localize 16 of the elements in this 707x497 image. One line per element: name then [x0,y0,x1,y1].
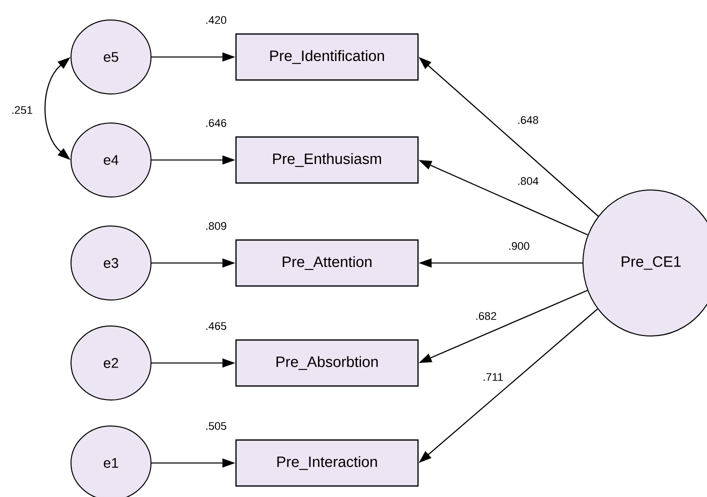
variable-box: Pre_Interaction [235,439,419,487]
edge-label: .251 [12,106,32,114]
variable-box: Pre_Absorbtion [235,339,419,387]
variable-box: Pre_Identification [235,33,419,81]
edge-label: .804 [518,177,538,185]
loading-value: .809 [206,222,226,230]
edge-label: .711 [484,373,503,381]
loading-value: .505 [206,422,226,430]
loading-value: .420 [206,16,226,24]
edge-label: .648 [518,116,538,124]
loading-value: .646 [206,119,226,127]
variable-box: Pre_Enthusiasm [235,136,419,184]
loading-value: .465 [206,322,226,330]
edge-label: .682 [476,312,496,320]
edge-label: .900 [509,242,530,250]
variable-box: Pre_Attention [235,239,419,287]
